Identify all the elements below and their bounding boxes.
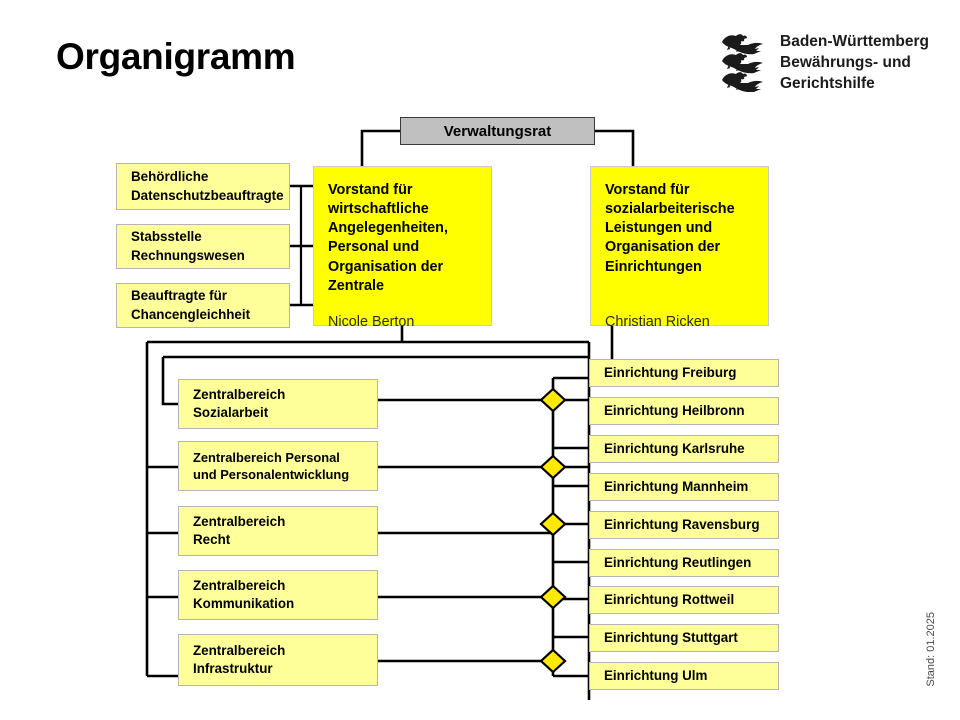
node-label: Einrichtung Ulm <box>604 667 708 683</box>
node-label: Zentralbereich Sozialarbeit <box>193 386 285 422</box>
node-verwaltungsrat[interactable]: Verwaltungsrat <box>400 117 595 145</box>
node-einrichtung-mannheim[interactable]: Einrichtung Mannheim <box>589 473 779 501</box>
node-vorstand-sozialarbeiterische[interactable]: Vorstand für sozialarbeiterische Leistun… <box>590 166 769 330</box>
board-person: Nicole Berton <box>328 313 415 330</box>
logo-line-2: Bewährungs- und <box>780 54 911 72</box>
node-label-line-2: Recht <box>193 532 231 547</box>
board-title-line-3: Leistungen und <box>605 220 713 237</box>
node-label: Beauftragte für Chancengleichheit <box>131 287 250 323</box>
node-label-line-2: Rechnungswesen <box>131 247 245 263</box>
node-label: Einrichtung Stuttgart <box>604 629 738 645</box>
logo-line-3: Gerichtshilfe <box>780 75 875 93</box>
board-title-line-4: Personal und <box>328 239 420 256</box>
node-stabsstelle-rechnungswesen[interactable]: Stabsstelle Rechnungswesen <box>116 224 290 269</box>
node-label-line-1: Zentralbereich <box>193 386 286 402</box>
node-vorstand-wirtschaftliche[interactable]: Vorstand für wirtschaftliche Angelegenhe… <box>313 166 492 330</box>
node-label: Einrichtung Freiburg <box>604 364 737 380</box>
node-label-line-1: Zentralbereich <box>193 577 286 593</box>
node-einrichtung-rottweil[interactable]: Einrichtung Rottweil <box>589 586 779 614</box>
node-label: Einrichtung Heilbronn <box>604 402 745 418</box>
page-title: Organigramm <box>56 36 296 77</box>
board-title: Vorstand für sozialarbeiterische Leistun… <box>605 181 756 277</box>
node-label: Einrichtung Karlsruhe <box>604 440 745 456</box>
verwaltungsrat-label: Verwaltungsrat <box>443 122 552 140</box>
node-label-line-1: Zentralbereich Personal <box>193 449 340 465</box>
board-title-line-4: Organisation der <box>605 239 721 256</box>
diamond-connectors <box>539 387 567 674</box>
node-einrichtung-karlsruhe[interactable]: Einrichtung Karlsruhe <box>589 435 779 463</box>
board-title-line-5: Einrichtungen <box>605 258 702 275</box>
node-label-line-1: Stabsstelle <box>131 229 202 245</box>
node-label-line-2: und Personalentwicklung <box>193 467 350 482</box>
node-label: Einrichtung Mannheim <box>604 478 749 494</box>
logo-line-1: Baden-Württemberg <box>780 33 929 50</box>
node-label: Einrichtung Ravensburg <box>604 516 760 532</box>
board-person: Christian Ricken <box>605 313 710 330</box>
board-title-line-2: wirtschaftliche <box>328 201 429 218</box>
node-label-line-2: Sozialarbeit <box>193 405 269 420</box>
node-label-line-1: Zentralbereich <box>193 642 286 658</box>
node-zentralbereich-sozialarbeit[interactable]: Zentralbereich Sozialarbeit <box>178 379 378 429</box>
node-einrichtung-ulm[interactable]: Einrichtung Ulm <box>589 662 779 690</box>
node-label-line-2: Kommunikation <box>193 596 295 611</box>
node-zentralbereich-recht[interactable]: Zentralbereich Recht <box>178 506 378 556</box>
three-lions-coat-of-arms-icon <box>722 34 763 92</box>
node-zentralbereich-kommunikation[interactable]: Zentralbereich Kommunikation <box>178 570 378 620</box>
node-label: Zentralbereich Kommunikation <box>193 577 294 613</box>
node-datenschutzbeauftragte[interactable]: Behördliche Datenschutzbeauftragte <box>116 163 290 210</box>
node-einrichtung-ravensburg[interactable]: Einrichtung Ravensburg <box>589 511 779 539</box>
node-label-line-2: Chancengleichheit <box>131 306 251 322</box>
board-title-line-1: Vorstand für <box>605 182 690 198</box>
node-label: Einrichtung Rottweil <box>604 591 735 607</box>
node-label: Zentralbereich Personal und Personalentw… <box>193 449 349 484</box>
node-einrichtung-freiburg[interactable]: Einrichtung Freiburg <box>589 359 779 387</box>
organization-logo: Baden-Württemberg Bewährungs- und Gerich… <box>718 30 929 95</box>
node-label-line-2: Datenschutzbeauftragte <box>131 187 284 203</box>
board-title-line-3: Angelegenheiten, <box>328 220 448 237</box>
node-label: Behördliche Datenschutzbeauftragte <box>131 168 284 204</box>
logo-text: Baden-Württemberg Bewährungs- und Gerich… <box>780 30 929 95</box>
node-label: Stabsstelle Rechnungswesen <box>131 228 245 264</box>
node-label-line-2: Infrastruktur <box>193 661 273 676</box>
board-title-line-5: Organisation der <box>328 258 444 275</box>
node-label: Zentralbereich Infrastruktur <box>193 642 285 678</box>
node-label: Zentralbereich Recht <box>193 513 285 549</box>
node-einrichtung-heilbronn[interactable]: Einrichtung Heilbronn <box>589 397 779 425</box>
stand-date: Stand: 01.2025 <box>925 612 937 687</box>
node-label-line-1: Beauftragte für <box>131 288 227 304</box>
node-label: Einrichtung Reutlingen <box>604 554 752 570</box>
board-title-line-1: Vorstand für <box>328 182 413 198</box>
node-einrichtung-reutlingen[interactable]: Einrichtung Reutlingen <box>589 549 779 577</box>
node-label-line-1: Behördliche <box>131 169 209 185</box>
node-beauftragte-chancengleichheit[interactable]: Beauftragte für Chancengleichheit <box>116 283 290 328</box>
node-label-line-1: Zentralbereich <box>193 513 286 529</box>
board-title-line-2: sozialarbeiterische <box>605 201 735 218</box>
node-zentralbereich-personal[interactable]: Zentralbereich Personal und Personalentw… <box>178 441 378 491</box>
node-einrichtung-stuttgart[interactable]: Einrichtung Stuttgart <box>589 624 779 652</box>
board-title: Vorstand für wirtschaftliche Angelegenhe… <box>328 181 479 296</box>
board-title-line-6: Zentrale <box>328 277 384 294</box>
node-zentralbereich-infrastruktur[interactable]: Zentralbereich Infrastruktur <box>178 634 378 686</box>
